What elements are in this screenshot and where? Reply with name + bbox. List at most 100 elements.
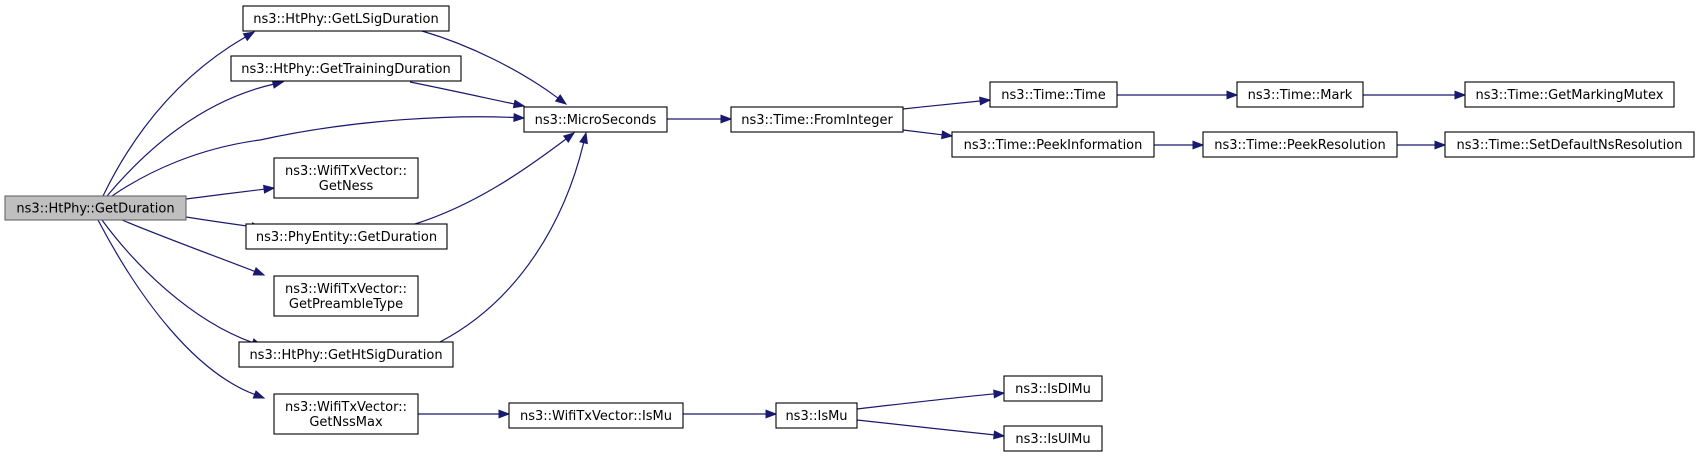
node-box xyxy=(238,341,454,368)
arrowhead-mark-markingmutex xyxy=(1454,90,1467,100)
node-box xyxy=(4,195,187,221)
arrowhead-getduration-getness xyxy=(263,184,276,194)
node-box xyxy=(523,106,668,133)
edge-getduration-gettraining xyxy=(106,83,274,197)
node-label: ns3::Time::Mark xyxy=(1248,88,1353,103)
node-label: ns3::HtPhy::GetHtSigDuration xyxy=(249,348,442,363)
arrowhead-getnssmax-txismu xyxy=(498,409,511,419)
node-label: ns3::IsMu xyxy=(785,409,847,424)
node-label: ns3::WifiTxVector:: xyxy=(285,400,407,415)
node-isdlmu[interactable]: ns3::IsDlMu xyxy=(1003,375,1103,402)
arrowhead-frominteger-peekinfo xyxy=(941,130,954,140)
edge-frominteger-timetime xyxy=(902,100,981,110)
arrowhead-getduration-gettraining xyxy=(271,79,285,89)
node-label: ns3::IsDlMu xyxy=(1015,382,1091,397)
nodes-layer: ns3::HtPhy::GetDuration ns3::HtPhy::GetLS… xyxy=(4,5,1695,452)
node-box xyxy=(273,275,419,317)
node-box xyxy=(951,131,1155,158)
node-label: ns3::Time::PeekInformation xyxy=(964,138,1143,153)
arrowhead-getduration-getpreamble xyxy=(252,266,266,276)
arrowhead-getduration-microseconds xyxy=(513,112,526,123)
edge-getduration-getlsig xyxy=(102,36,246,197)
node-label: ns3::PhyEntity::GetDuration xyxy=(256,230,437,245)
node-getness[interactable]: ns3::WifiTxVector::GetNess xyxy=(273,157,419,199)
node-label: ns3::WifiTxVector:: xyxy=(285,282,407,297)
node-markingmutex[interactable]: ns3::Time::GetMarkingMutex xyxy=(1464,81,1675,108)
arrowhead-getduration-getlsig xyxy=(242,31,256,42)
node-peekres[interactable]: ns3::Time::PeekResolution xyxy=(1202,131,1398,158)
node-frominteger[interactable]: ns3::Time::FromInteger xyxy=(730,106,904,133)
node-label: GetPreambleType xyxy=(289,297,403,312)
node-ismu[interactable]: ns3::IsMu xyxy=(775,402,858,429)
edge-getduration-gethtsig xyxy=(101,219,253,344)
node-peekinfo[interactable]: ns3::Time::PeekInformation xyxy=(951,131,1155,158)
edge-getduration-microseconds xyxy=(111,116,515,197)
node-label: ns3::HtPhy::GetLSigDuration xyxy=(253,12,439,27)
arrowhead-peekinfo-peekres xyxy=(1192,140,1205,150)
node-microseconds[interactable]: ns3::MicroSeconds xyxy=(523,106,668,133)
node-box xyxy=(775,402,858,429)
edge-getlsig-microseconds xyxy=(421,30,559,99)
node-phyentity[interactable]: ns3::PhyEntity::GetDuration xyxy=(245,223,448,250)
node-label: ns3::Time::GetMarkingMutex xyxy=(1476,88,1664,103)
node-label: GetNess xyxy=(319,179,374,194)
node-label: ns3::MicroSeconds xyxy=(535,113,657,128)
node-label: ns3::WifiTxVector:: xyxy=(285,164,407,179)
node-box xyxy=(242,5,450,32)
arrowhead-timetime-mark xyxy=(1226,90,1239,100)
edge-getduration-phyentity xyxy=(185,216,253,228)
edge-phyentity-microseconds xyxy=(414,138,567,225)
node-box xyxy=(1236,81,1364,108)
node-getduration[interactable]: ns3::HtPhy::GetDuration xyxy=(4,195,187,221)
arrowhead-txismu-ismu xyxy=(765,409,778,419)
edge-ismu-isdlmu xyxy=(856,393,995,410)
arrowhead-microseconds-frominteger xyxy=(720,114,733,124)
node-box xyxy=(230,55,462,82)
node-label: ns3::HtPhy::GetTrainingDuration xyxy=(241,62,450,77)
node-box xyxy=(245,223,448,250)
node-gethtsig[interactable]: ns3::HtPhy::GetHtSigDuration xyxy=(238,341,454,368)
edge-ismu-isulmu xyxy=(856,419,995,436)
node-setdefault[interactable]: ns3::Time::SetDefaultNsResolution xyxy=(1444,131,1695,158)
node-box xyxy=(1202,131,1398,158)
node-mark[interactable]: ns3::Time::Mark xyxy=(1236,81,1364,108)
node-label: ns3::Time::SetDefaultNsResolution xyxy=(1457,138,1683,153)
node-label: ns3::WifiTxVector::IsMu xyxy=(520,409,672,424)
edge-getduration-getnssmax xyxy=(97,219,255,396)
arrowhead-ismu-isdlmu xyxy=(993,389,1006,399)
arrowhead-frominteger-timetime xyxy=(979,96,992,106)
node-box xyxy=(989,81,1118,108)
node-label: ns3::Time::PeekResolution xyxy=(1214,138,1385,153)
arrowhead-peekres-setdefault xyxy=(1434,140,1447,150)
node-label: GetNssMax xyxy=(309,415,383,430)
node-gettraining[interactable]: ns3::HtPhy::GetTrainingDuration xyxy=(230,55,462,82)
node-box xyxy=(1003,375,1103,402)
node-box xyxy=(1444,131,1695,158)
arrowhead-gethtsig-microseconds xyxy=(579,131,588,145)
node-txismu[interactable]: ns3::WifiTxVector::IsMu xyxy=(508,402,684,429)
arrowhead-phyentity-microseconds xyxy=(562,132,576,143)
node-box xyxy=(273,157,419,199)
node-box xyxy=(273,393,419,435)
node-timetime[interactable]: ns3::Time::Time xyxy=(989,81,1118,108)
edge-getduration-getness xyxy=(185,188,265,200)
node-isulmu[interactable]: ns3::IsUlMu xyxy=(1003,425,1103,452)
edge-gettraining-microseconds xyxy=(409,81,515,105)
node-label: ns3::Time::FromInteger xyxy=(741,113,893,128)
node-box xyxy=(1464,81,1675,108)
node-label: ns3::HtPhy::GetDuration xyxy=(16,202,174,217)
edge-getduration-getpreamble xyxy=(121,219,255,272)
node-getpreamble[interactable]: ns3::WifiTxVector::GetPreambleType xyxy=(273,275,419,317)
node-box xyxy=(1003,425,1103,452)
arrowhead-getduration-getnssmax xyxy=(252,390,266,399)
node-label: ns3::IsUlMu xyxy=(1015,432,1090,447)
edge-frominteger-peekinfo xyxy=(902,129,943,136)
node-getlsig[interactable]: ns3::HtPhy::GetLSigDuration xyxy=(242,5,450,32)
node-getnssmax[interactable]: ns3::WifiTxVector::GetNssMax xyxy=(273,393,419,435)
arrowhead-getlsig-microseconds xyxy=(554,94,568,105)
edge-gethtsig-microseconds xyxy=(439,142,585,343)
arrowhead-gettraining-microseconds xyxy=(512,99,526,109)
node-label: ns3::Time::Time xyxy=(1001,88,1105,103)
arrowhead-ismu-isulmu xyxy=(993,430,1006,440)
